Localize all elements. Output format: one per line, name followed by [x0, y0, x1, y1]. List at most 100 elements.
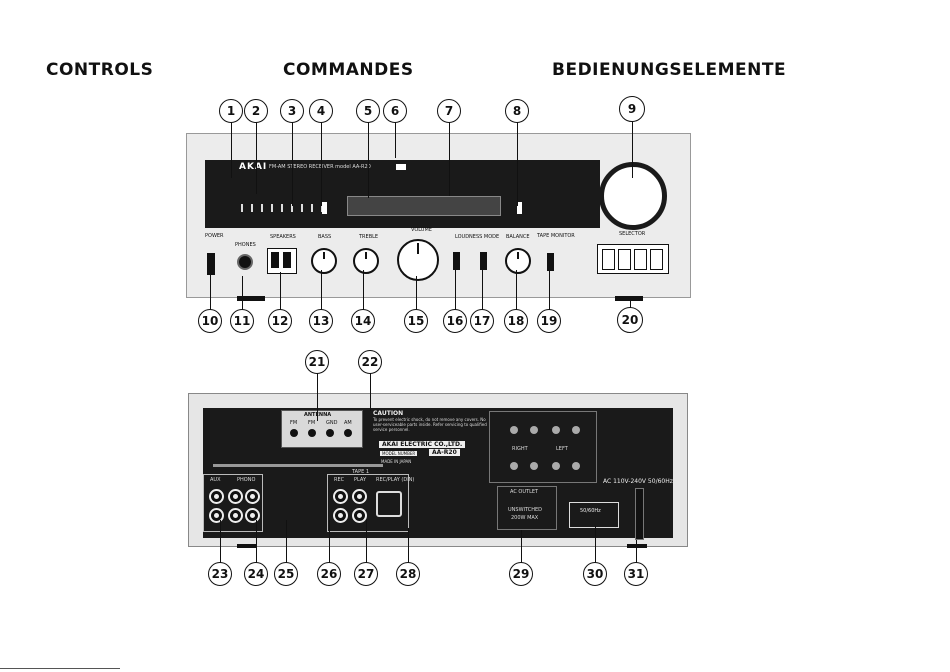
- voltage-label: AC 110V-240V 50/60Hz: [603, 478, 673, 485]
- callout-16: 16: [443, 309, 467, 333]
- phono-jack-1: [228, 489, 243, 504]
- tape-rec-jack-bottom: [333, 508, 348, 523]
- callout-23: 23: [208, 562, 232, 586]
- treble-knob: [353, 248, 379, 274]
- made-in-label: MADE IN JAPAN: [381, 459, 412, 464]
- callout-11: 11: [230, 309, 254, 333]
- callout-24: 24: [244, 562, 268, 586]
- callout-8: 8: [505, 99, 529, 123]
- callout-28: 28: [396, 562, 420, 586]
- heading-commandes: COMMANDES: [283, 60, 414, 80]
- front-panel-illustration: AKAI FM-AM STEREO RECEIVER model AA-R20 …: [186, 133, 691, 301]
- front-foot-right: [615, 296, 643, 301]
- callout-19: 19: [537, 309, 561, 333]
- model-number: AA-R20: [429, 449, 460, 456]
- callout-14: 14: [351, 309, 375, 333]
- callout-1: 1: [219, 99, 243, 123]
- caution-text: To prevent electric shock, do not remove…: [373, 417, 487, 432]
- phono-jack-4: [245, 508, 260, 523]
- mode-switch: [322, 202, 327, 214]
- tuning-dial-window: [347, 196, 501, 216]
- speaker-left-label: LEFT: [556, 446, 568, 452]
- balance-knob: [505, 248, 531, 274]
- callout-3: 3: [280, 99, 304, 123]
- label-bass: BASS: [318, 234, 332, 240]
- antenna-fm-2: FM: [308, 420, 316, 426]
- front-display-strip: [205, 160, 600, 228]
- indicator-block: [396, 164, 406, 170]
- front-brand: AKAI: [239, 162, 268, 172]
- rec-label: REC: [334, 477, 345, 483]
- ac-outlet-block: AC OUTLET UNSWITCHED 200W MAX: [497, 486, 557, 530]
- muting-switch: [517, 202, 522, 214]
- antenna-gnd: GND: [326, 420, 338, 426]
- callout-10: 10: [198, 309, 222, 333]
- front-foot-left: [237, 296, 265, 301]
- bass-knob: [311, 248, 337, 274]
- freq-switch-block: 50/60Hz: [569, 502, 619, 528]
- label-loudness-mode: LOUDNESS MODE: [455, 234, 500, 240]
- speaker-right-label: RIGHT: [512, 446, 528, 452]
- rear-panel-illustration: ANTENNA FM FM GND AM CAUTION To prevent …: [188, 393, 688, 548]
- label-volume: VOLUME: [411, 227, 432, 233]
- aux-label: AUX: [210, 477, 221, 483]
- callout-5: 5: [356, 99, 380, 123]
- label-speakers: SPEAKERS: [270, 234, 296, 240]
- callout-26: 26: [317, 562, 341, 586]
- aux-jack-bottom: [209, 508, 224, 523]
- mode-switch-lower: [480, 252, 487, 270]
- model-number-label: MODEL NUMBER: [380, 451, 418, 456]
- front-model-line: FM-AM STEREO RECEIVER model AA-R20: [269, 164, 371, 170]
- label-phones: PHONES: [235, 242, 256, 248]
- ac-outlet-max: 200W MAX: [511, 515, 539, 521]
- volume-knob: [397, 239, 439, 281]
- tape-rec-jack-top: [333, 489, 348, 504]
- tape-play-jack-top: [352, 489, 367, 504]
- antenna-fm-1: FM: [290, 420, 298, 426]
- phono-jack-3: [245, 489, 260, 504]
- callout-18: 18: [504, 309, 528, 333]
- callout-20: 20: [617, 307, 643, 333]
- callout-9: 9: [619, 96, 645, 122]
- rear-foot-left: [237, 544, 257, 548]
- tape1-block: TAPE 1 REC PLAY REC/PLAY (DIN): [327, 469, 414, 532]
- speakers-buttons: [267, 248, 297, 274]
- selector-buttons: [597, 244, 669, 274]
- callout-30: 30: [583, 562, 607, 586]
- callout-17: 17: [470, 309, 494, 333]
- callout-7: 7: [437, 99, 461, 123]
- ac-outlet-label: AC OUTLET: [510, 489, 539, 495]
- power-cord: [635, 488, 644, 540]
- heading-controls: CONTROLS: [46, 60, 154, 80]
- ac-outlet-sub: UNSWITCHED: [508, 507, 543, 513]
- label-balance: BALANCE: [506, 234, 530, 240]
- speaker-terminal-block: RIGHT LEFT: [489, 411, 597, 483]
- antenna-am: AM: [344, 420, 352, 426]
- aux-phono-block: AUX PHONO: [203, 474, 263, 532]
- din-socket: [376, 491, 402, 517]
- callout-12: 12: [268, 309, 292, 333]
- phono-jack-2: [228, 508, 243, 523]
- antenna-block: ANTENNA FM FM GND AM: [281, 410, 363, 448]
- tape-monitor-switch: [547, 253, 554, 271]
- freq-switch-label: 50/60Hz: [580, 508, 601, 514]
- aux-jack-top: [209, 489, 224, 504]
- callout-21: 21: [305, 350, 329, 374]
- rec-play-din-label: REC/PLAY (DIN): [376, 477, 415, 483]
- maker-label: AKAI ELECTRIC CO.,LTD.: [379, 441, 466, 448]
- label-treble: TREBLE: [359, 234, 379, 240]
- callout-31: 31: [624, 562, 648, 586]
- tape1-label: TAPE 1: [352, 469, 370, 475]
- label-power: POWER: [205, 233, 224, 239]
- play-label: PLAY: [354, 477, 367, 483]
- phono-label: PHONO: [237, 477, 256, 483]
- loudness-switch: [453, 252, 460, 270]
- callout-13: 13: [309, 309, 333, 333]
- phones-jack: [237, 254, 253, 270]
- callout-29: 29: [509, 562, 533, 586]
- tape-play-jack-bottom: [352, 508, 367, 523]
- page-bottom-rule: [0, 668, 120, 669]
- callout-25: 25: [274, 562, 298, 586]
- label-selector: SELECTOR: [619, 231, 646, 237]
- heat-sink-stripe: [213, 464, 383, 467]
